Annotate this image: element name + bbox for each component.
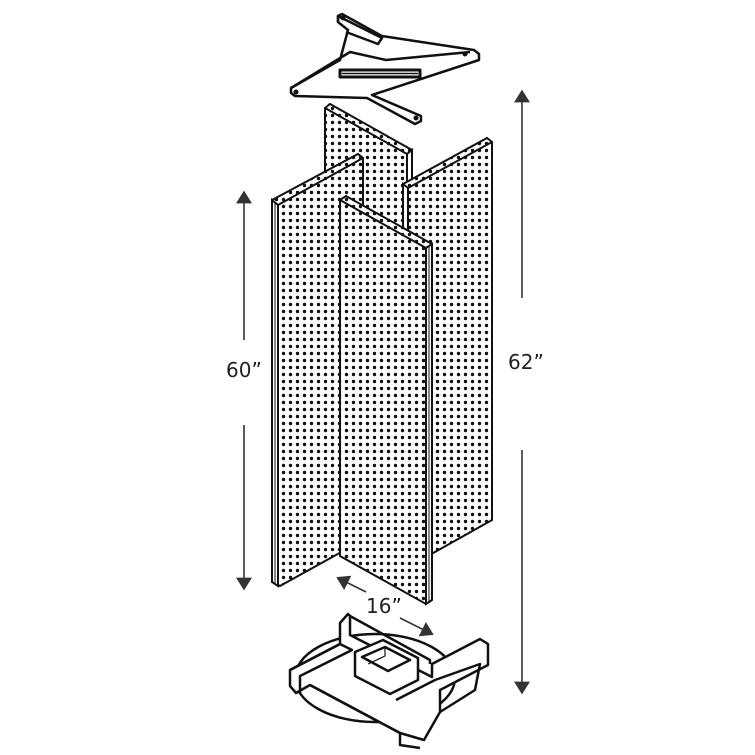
- top-cap: [289, 12, 481, 126]
- dimension-16-line: [336, 575, 434, 637]
- panel-width-label: 16”: [366, 594, 402, 618]
- total-height-label: 62”: [506, 350, 546, 374]
- panel-front: [339, 194, 433, 606]
- base: [288, 612, 490, 750]
- panel-height-label: 60”: [224, 358, 264, 382]
